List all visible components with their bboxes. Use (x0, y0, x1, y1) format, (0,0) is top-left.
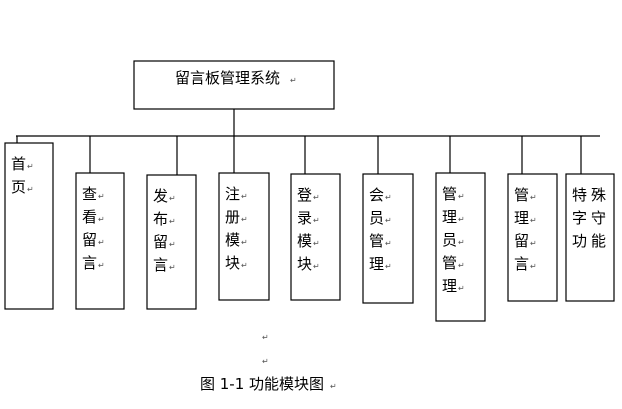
module-char-manage: 言 (514, 255, 529, 273)
module-char-filter: 特 (572, 186, 587, 204)
module-char-register: 模 (225, 231, 240, 249)
module-char-post: 留 (153, 233, 168, 251)
module-char-filter: 殊 (591, 186, 606, 204)
module-char-post: 发 (153, 187, 168, 205)
module-char-member: 管 (369, 232, 384, 250)
module-char-filter: 功 (572, 232, 587, 250)
paragraph-mark: ↵ (241, 192, 248, 201)
module-char-post: 言 (153, 256, 168, 274)
module-char-manage: 理 (514, 209, 529, 227)
module-box-view (75, 172, 125, 310)
paragraph-mark: ↵ (530, 193, 537, 202)
module-box-admin (435, 172, 486, 322)
paragraph-mark: ↵ (241, 215, 248, 224)
caption-paragraph-mark: ↵ (330, 382, 337, 391)
module-box-filter (565, 173, 615, 302)
paragraph-mark: ↵ (458, 261, 465, 270)
module-char-login: 块 (297, 255, 312, 273)
module-char-member: 员 (369, 209, 384, 227)
paragraph-mark: ↵ (458, 238, 465, 247)
blank-mark-1: ↵ (262, 333, 269, 342)
module-char-member: 会 (369, 186, 384, 204)
figure-caption: 图 1-1 功能模块图 (200, 375, 324, 393)
module-boxes: 首↵页↵查↵看↵留↵言↵发↵布↵留↵言↵注↵册↵模↵块↵登↵录↵模↵块↵会↵员↵… (4, 142, 615, 322)
module-char-register: 块 (225, 254, 240, 272)
module-char-view: 查 (82, 185, 97, 203)
module-char-admin: 理 (442, 208, 457, 226)
module-char-admin: 管 (442, 185, 457, 203)
module-char-filter: 字 (572, 209, 587, 227)
paragraph-mark: ↵ (313, 262, 320, 271)
paragraph-mark: ↵ (458, 215, 465, 224)
module-box-login (290, 173, 341, 301)
paragraph-mark: ↵ (385, 239, 392, 248)
paragraph-mark: ↵ (241, 238, 248, 247)
paragraph-mark: ↵ (98, 192, 105, 201)
paragraph-mark: ↵ (385, 193, 392, 202)
module-box-register (218, 172, 270, 301)
module-box-member (362, 173, 414, 304)
paragraph-mark: ↵ (530, 216, 537, 225)
paragraph-mark: ↵ (313, 216, 320, 225)
module-char-login: 录 (297, 209, 312, 227)
module-char-login: 模 (297, 232, 312, 250)
paragraph-mark: ↵ (458, 284, 465, 293)
paragraph-mark: ↵ (98, 261, 105, 270)
paragraph-mark: ↵ (241, 261, 248, 270)
blank-mark-2: ↵ (262, 357, 269, 366)
paragraph-mark: ↵ (27, 185, 34, 194)
module-box-home (4, 142, 54, 310)
module-box-post (146, 174, 197, 310)
paragraph-mark: ↵ (169, 240, 176, 249)
module-char-post: 布 (153, 210, 168, 228)
module-char-admin: 员 (442, 231, 457, 249)
paragraph-mark: ↵ (27, 162, 34, 171)
module-char-manage: 管 (514, 186, 529, 204)
paragraph-mark: ↵ (530, 239, 537, 248)
module-char-login: 登 (297, 186, 312, 204)
module-char-filter: 能 (591, 232, 606, 250)
paragraph-mark: ↵ (98, 238, 105, 247)
module-char-member: 理 (369, 255, 384, 273)
module-char-filter: 守 (591, 209, 606, 227)
paragraph-mark: ↵ (385, 216, 392, 225)
module-char-view: 言 (82, 254, 97, 272)
module-char-home: 首 (11, 155, 26, 173)
paragraph-mark: ↵ (313, 239, 320, 248)
module-char-view: 留 (82, 231, 97, 249)
module-box-manage (507, 173, 558, 302)
paragraph-mark: ↵ (530, 262, 537, 271)
paragraph-mark: ↵ (169, 263, 176, 272)
module-char-admin: 管 (442, 254, 457, 272)
module-char-admin: 理 (442, 277, 457, 295)
module-char-register: 注 (225, 185, 240, 203)
root-box (133, 60, 335, 110)
paragraph-mark: ↵ (458, 192, 465, 201)
module-char-home: 页 (11, 178, 26, 196)
paragraph-mark: ↵ (98, 215, 105, 224)
module-char-manage: 留 (514, 232, 529, 250)
connector-drops (16, 136, 582, 175)
module-char-view: 看 (82, 208, 97, 226)
root-label: 留言板管理系统 (175, 69, 280, 87)
root-paragraph-mark: ↵ (290, 76, 297, 85)
paragraph-mark: ↵ (169, 217, 176, 226)
module-char-register: 册 (225, 208, 240, 226)
paragraph-mark: ↵ (313, 193, 320, 202)
paragraph-mark: ↵ (385, 262, 392, 271)
paragraph-mark: ↵ (169, 194, 176, 203)
